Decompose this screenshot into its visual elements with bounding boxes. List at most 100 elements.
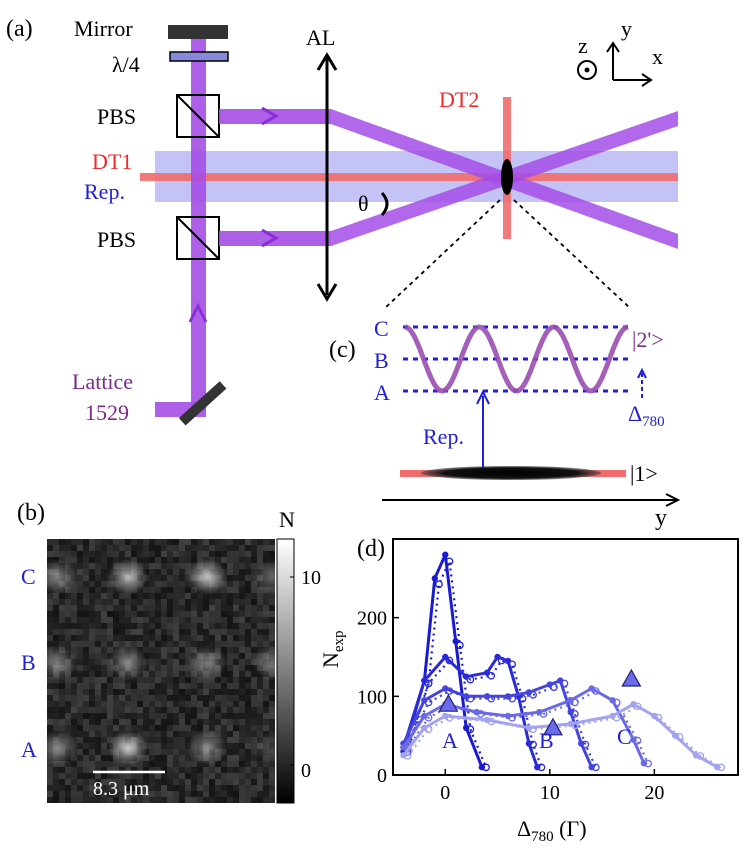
data-point-open xyxy=(529,740,537,749)
data-point xyxy=(442,551,449,558)
scale-bar-label: 8.3 μm xyxy=(93,778,150,800)
data-point-open xyxy=(591,687,600,695)
zoom-line-right xyxy=(513,199,631,309)
x-axis-label: Δ780 (Γ) xyxy=(517,816,587,845)
colorbar-tick-0: 0 xyxy=(301,760,311,782)
data-point-open xyxy=(487,671,496,680)
image-spot xyxy=(108,645,148,681)
y-tick-label: 0 xyxy=(377,765,387,787)
data-point-open xyxy=(633,702,642,711)
dt1-beam xyxy=(140,173,678,181)
data-point-open xyxy=(476,710,485,718)
series-line-dotted xyxy=(406,689,650,765)
data-point-open xyxy=(466,694,475,703)
pbs-bottom-label: PBS xyxy=(97,227,136,252)
arrow-lower xyxy=(261,228,280,248)
data-point-open xyxy=(654,713,663,722)
data-point-open xyxy=(571,710,579,718)
data-point-open xyxy=(591,763,600,772)
data-point-open xyxy=(424,725,433,734)
data-point-open xyxy=(537,763,546,772)
panel-d-label: (d) xyxy=(357,536,385,562)
row-c-label: C xyxy=(21,564,36,589)
level-a-label: A xyxy=(374,380,390,405)
colorbar xyxy=(276,538,295,804)
image-spot xyxy=(187,645,227,681)
series-line xyxy=(402,679,593,768)
data-point-open xyxy=(508,694,517,703)
level-c-label: C xyxy=(374,316,389,341)
row-b-label: B xyxy=(21,650,36,675)
plot-frame xyxy=(392,538,739,776)
pbs-top-label: PBS xyxy=(97,104,136,129)
c-axis-y-label: y xyxy=(655,505,667,531)
data-point-open xyxy=(633,736,642,745)
annotation-a: A xyxy=(442,728,458,753)
ground-state-label: |1> xyxy=(630,461,658,486)
image-spot xyxy=(187,559,227,595)
theta-label: θ xyxy=(358,191,369,216)
annotation-c: C xyxy=(617,724,632,749)
colorbar-title: N xyxy=(279,507,295,532)
lattice-label-line2: 1529 xyxy=(85,400,129,425)
al-label: AL xyxy=(306,25,335,50)
image-spot xyxy=(108,730,148,766)
image-spot xyxy=(37,559,77,595)
x-tick-label: 10 xyxy=(540,782,560,804)
lattice-up-arrow xyxy=(188,302,208,323)
top-mirror xyxy=(168,25,228,39)
data-point-open xyxy=(550,683,558,692)
x-tick-label: 0 xyxy=(440,782,450,804)
theta-arc xyxy=(380,191,389,217)
data-point xyxy=(462,724,470,731)
data-point-open xyxy=(696,752,705,760)
y-axis-label: Nexp xyxy=(318,630,347,668)
dt1-label: DT1 xyxy=(92,149,132,174)
data-point-open xyxy=(560,679,569,688)
axis-x-label: x xyxy=(652,44,663,69)
series-line-dotted xyxy=(406,705,722,769)
series-line xyxy=(402,702,718,769)
coordinate-axes xyxy=(577,41,653,87)
y-tick-label: 200 xyxy=(357,608,387,630)
data-point-open xyxy=(508,713,517,722)
data-point xyxy=(483,716,491,724)
data-point-open xyxy=(487,717,496,726)
excited-state-label: |2'> xyxy=(632,327,664,352)
data-point-open xyxy=(435,580,443,589)
panel-a: (a) xyxy=(6,16,678,426)
waveplate-label: λ/4 xyxy=(112,52,140,77)
panel-c-label: (c) xyxy=(329,337,356,363)
data-point-open xyxy=(571,721,579,730)
data-point-open xyxy=(539,710,548,718)
triangle-marker xyxy=(542,717,563,736)
axis-y-label: y xyxy=(621,16,632,41)
data-point xyxy=(504,657,512,665)
atom-cloud-elongated xyxy=(421,466,601,480)
data-point-open xyxy=(612,713,621,722)
colorbar-tick-10: 10 xyxy=(301,567,321,589)
data-point-open xyxy=(424,713,433,722)
data-point xyxy=(442,653,449,661)
data-point-open xyxy=(445,656,454,665)
rep-label: Rep. xyxy=(84,179,125,204)
data-point-open xyxy=(644,759,652,768)
data-point-open xyxy=(717,763,726,772)
row-a-label: A xyxy=(21,737,37,762)
data-point-open xyxy=(424,698,433,707)
data-point-open xyxy=(487,694,496,703)
data-point-open xyxy=(424,679,433,688)
delta-label: Δ780 xyxy=(628,401,665,430)
lattice-vertical-beam xyxy=(191,33,206,411)
data-point-open xyxy=(456,641,464,650)
atom-cloud xyxy=(501,159,513,195)
data-point-open xyxy=(445,713,454,722)
panel-a-label: (a) xyxy=(6,16,33,42)
image-noise xyxy=(47,539,275,803)
triangle-markers xyxy=(438,668,642,736)
series-line-dotted xyxy=(406,681,597,768)
series-line xyxy=(402,655,539,768)
triangle-marker xyxy=(621,668,642,687)
